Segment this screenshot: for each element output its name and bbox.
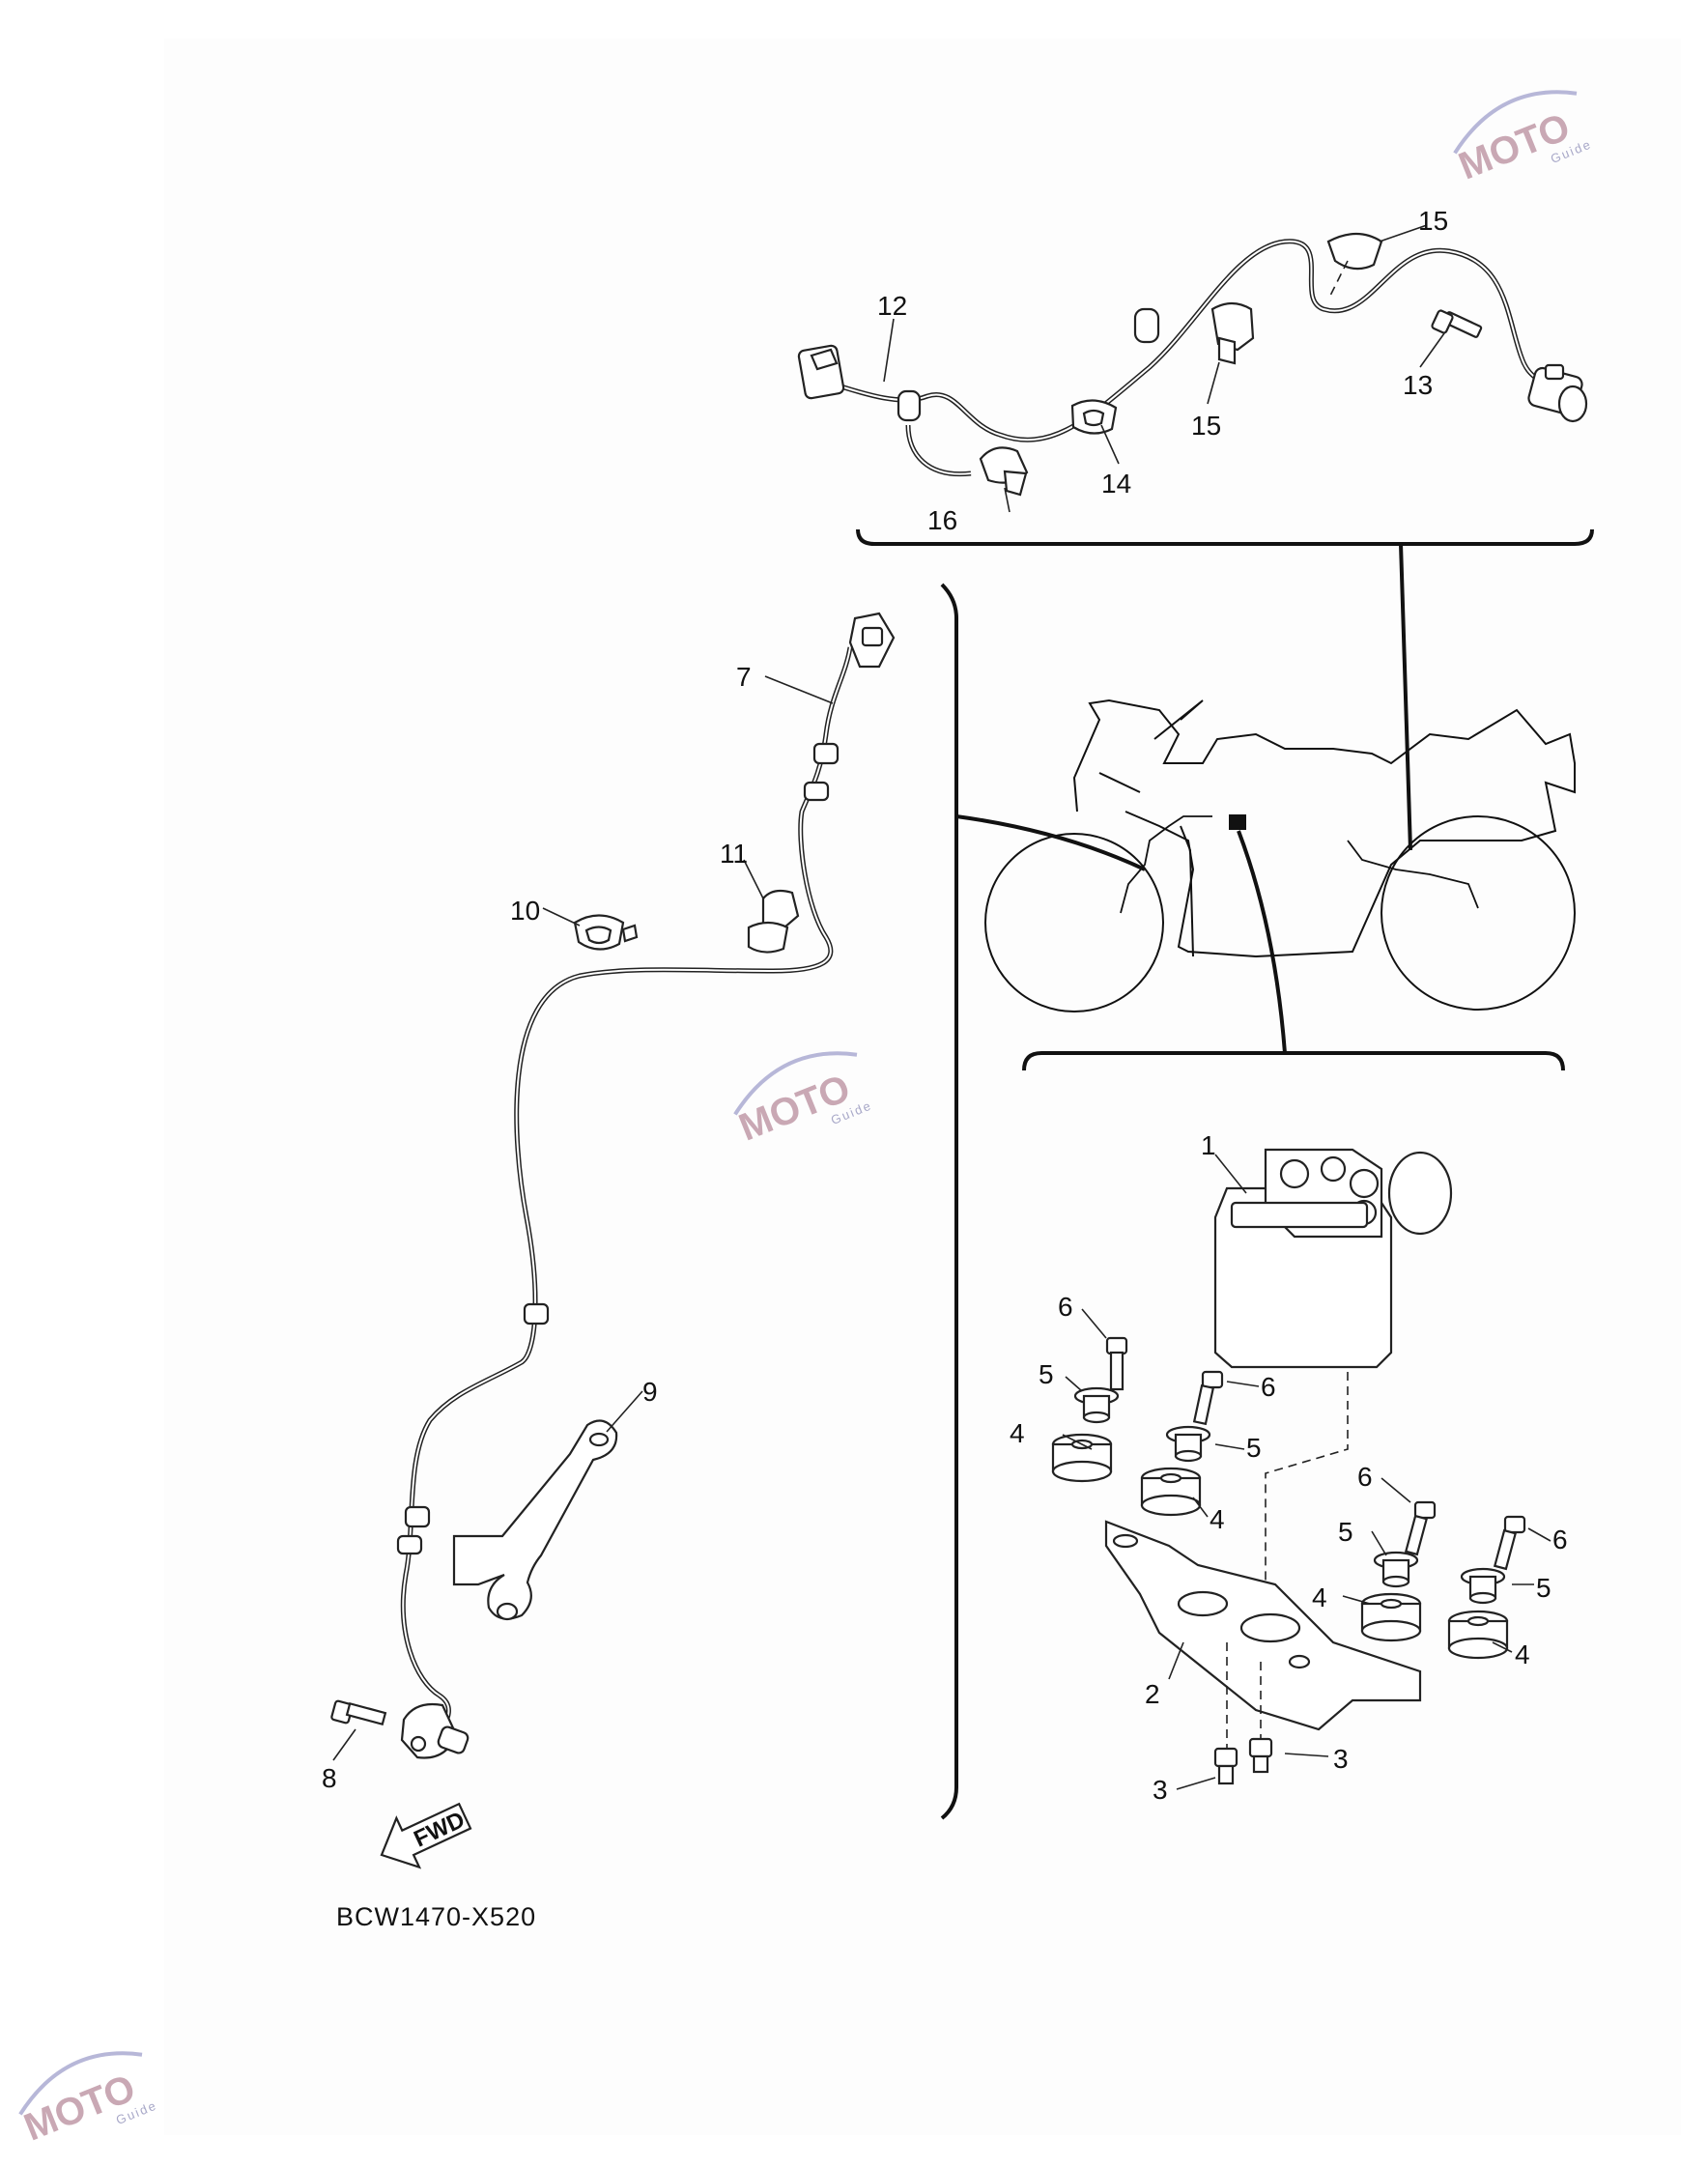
rear-sensor-harness <box>797 224 1588 513</box>
callout-3a: 3 <box>1333 1744 1349 1774</box>
callout-5b: 5 <box>1246 1433 1262 1463</box>
collar-5 <box>1165 1425 1211 1463</box>
callout-16: 16 <box>927 505 957 535</box>
front-wheel-sensor-lead <box>330 612 896 1761</box>
callout-6c: 6 <box>1357 1462 1373 1492</box>
bolt-6 <box>1404 1500 1437 1556</box>
callout-4c: 4 <box>1312 1582 1327 1612</box>
callout-4d: 4 <box>1515 1640 1530 1669</box>
collar-5 <box>1373 1551 1419 1588</box>
wire-grommet <box>803 781 830 802</box>
diagram-code-caption: BCW1470-X520 <box>336 1902 536 1931</box>
callout-8: 8 <box>322 1763 337 1793</box>
harness-connector-right <box>1527 363 1588 423</box>
damper-4 <box>1447 1610 1509 1660</box>
leader-to-abs <box>1237 830 1287 1054</box>
callout-6b: 6 <box>1261 1372 1276 1402</box>
abs-unit-location-mark <box>1229 814 1246 830</box>
wire-grommet <box>812 742 840 765</box>
harness-grommet <box>897 389 922 422</box>
callout-15a: 15 <box>1418 206 1448 236</box>
abs-hydraulic-unit <box>1213 1148 1453 1369</box>
bolt-8 <box>330 1699 387 1726</box>
callout-6a: 6 <box>1058 1292 1073 1322</box>
watermark-text: MOTO <box>1453 105 1576 187</box>
clamp-11 <box>747 889 800 954</box>
callout-5c: 5 <box>1338 1517 1353 1547</box>
sensor-connector-top <box>848 612 896 669</box>
wire-grommet <box>404 1505 431 1528</box>
bolt-13 <box>1431 309 1483 338</box>
damper-4 <box>1140 1467 1202 1517</box>
watermark-bottom-left: MOTO Guide <box>18 2051 159 2150</box>
callout-12: 12 <box>877 291 907 321</box>
wheel-speed-sensor <box>400 1702 470 1759</box>
watermark-text: MOTO <box>18 2067 141 2149</box>
mounting-bracket <box>1104 1520 1422 1731</box>
clamp-15 <box>1326 232 1383 271</box>
collar-5 <box>1460 1567 1506 1605</box>
harness-grommet <box>1133 307 1160 344</box>
leader-to-bike <box>1399 543 1412 851</box>
callout-7: 7 <box>736 662 752 692</box>
callout-11: 11 <box>720 839 748 869</box>
callout-5a: 5 <box>1039 1359 1054 1389</box>
abs-group-bracket <box>1022 1051 1565 1071</box>
fwd-arrow-icon: FWD <box>380 1802 472 1869</box>
watermark-top-right: MOTO Guide <box>1453 90 1594 188</box>
callout-5d: 5 <box>1536 1573 1551 1603</box>
wire-grommet <box>396 1534 423 1555</box>
damper-4 <box>1360 1592 1422 1642</box>
callout-15b: 15 <box>1191 411 1221 441</box>
callout-2: 2 <box>1145 1679 1160 1709</box>
bolt-6 <box>1192 1370 1224 1426</box>
clamp-10 <box>573 914 639 951</box>
wire-grommet <box>523 1302 550 1326</box>
callout-4a: 4 <box>1010 1418 1025 1448</box>
callout-1: 1 <box>1201 1130 1216 1160</box>
callout-6d: 6 <box>1552 1525 1568 1554</box>
bolt-3 <box>1213 1747 1238 1785</box>
top-group-bracket <box>856 528 1594 546</box>
callout-9: 9 <box>642 1377 658 1407</box>
bike-group-bracket <box>940 583 958 1820</box>
bolt-6 <box>1493 1515 1526 1571</box>
bolt-6 <box>1105 1336 1128 1391</box>
callout-13: 13 <box>1403 370 1433 400</box>
callout-14: 14 <box>1101 469 1131 499</box>
callout-10: 10 <box>510 896 540 926</box>
motorcycle-outline <box>984 699 1576 1012</box>
watermark-text: MOTO <box>733 1067 856 1149</box>
damper-4 <box>1051 1433 1113 1483</box>
sensor-stay <box>452 1419 618 1621</box>
collar-5 <box>1073 1386 1120 1424</box>
callouts: 12 15 13 15 14 16 7 11 10 9 8 1 6 6 5 5 … <box>322 206 1568 1805</box>
callout-3b: 3 <box>1153 1775 1168 1805</box>
watermark-center: MOTO Guide <box>733 1051 874 1150</box>
bolt-3 <box>1248 1737 1273 1774</box>
callout-4b: 4 <box>1210 1504 1225 1534</box>
page-background <box>164 39 1681 2135</box>
